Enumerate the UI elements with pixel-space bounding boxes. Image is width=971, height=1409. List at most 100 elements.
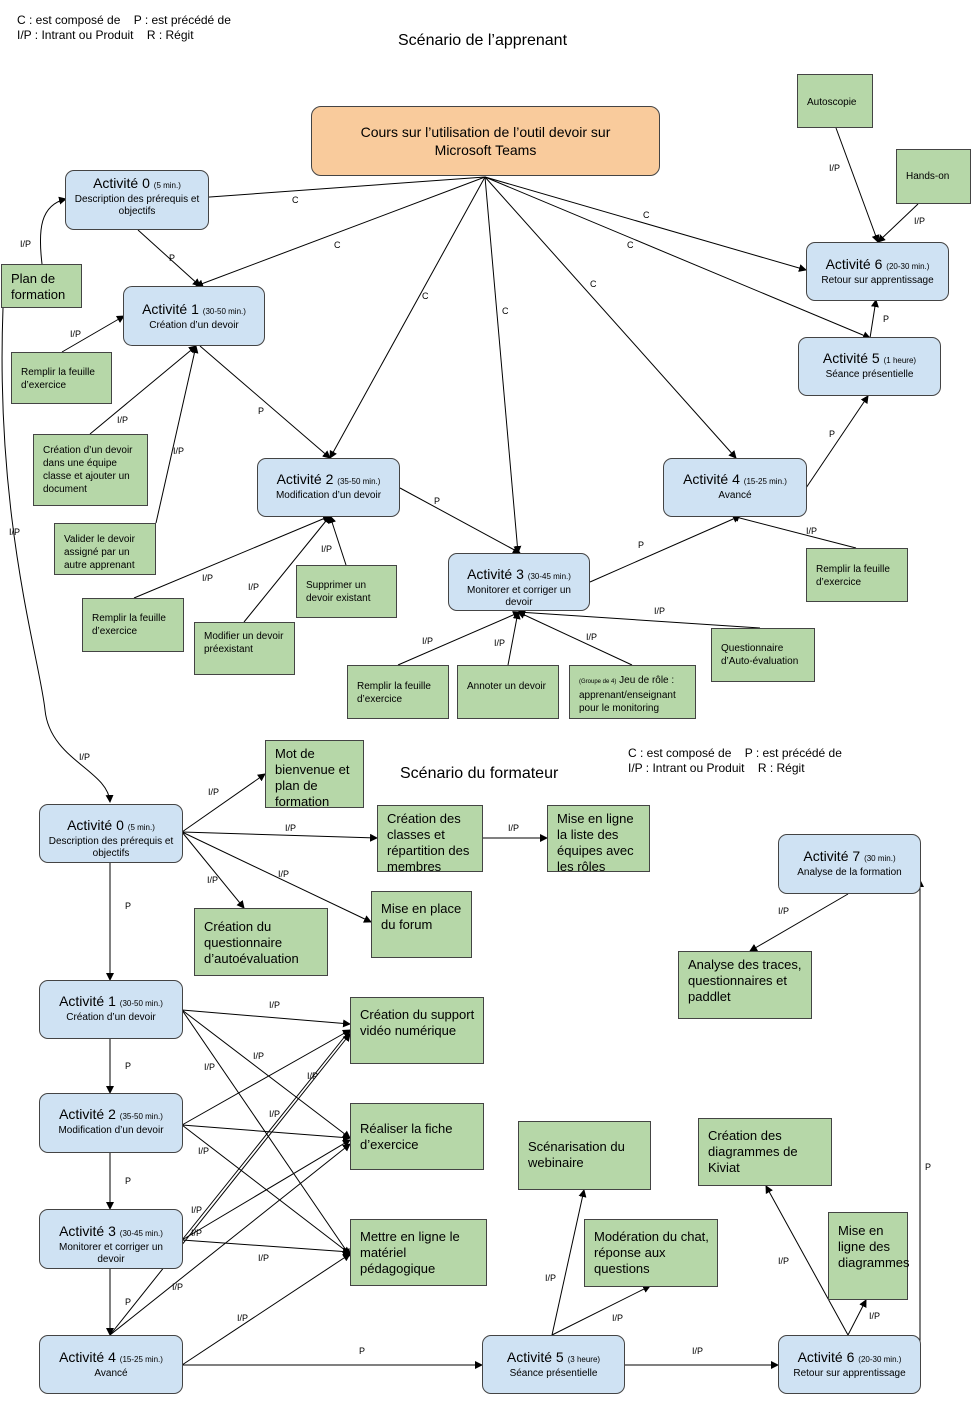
edge-label-ip: I/P <box>612 1313 624 1323</box>
edge-label-c: C <box>292 195 299 205</box>
scenario-apprenant-title: Scénario de l’apprenant <box>398 32 568 49</box>
legend-formateur-line-1: C : est composé de P : est précédé de <box>628 746 842 760</box>
creation-classes-node: Création des classes et répartition des … <box>377 805 483 874</box>
edge-label-ip: I/P <box>70 329 82 339</box>
activity-description: Création d’un devoir <box>66 1012 156 1023</box>
activity-duration: (3 heure) <box>567 1355 601 1364</box>
valider-devoir-node: Valider le devoir assigné par un autre a… <box>54 523 156 575</box>
activity-name: Activité 2 <box>276 471 334 487</box>
edge-label-ip: I/P <box>253 1051 265 1061</box>
edge-label-ip: I/P <box>654 606 666 616</box>
edge-label-ip: I/P <box>307 1071 319 1081</box>
edge-label-c: C <box>590 279 597 289</box>
edge-label-ip: I/P <box>545 1273 557 1283</box>
edge-label-ip: I/P <box>269 1000 281 1010</box>
formateur-activite-0: Activité 0 (5 min.) Description des prér… <box>39 804 183 863</box>
edge-label-ip: I/P <box>207 875 219 885</box>
edge-label-ip: I/P <box>191 1228 203 1238</box>
scenario-formateur-title: Scénario du formateur <box>400 765 559 782</box>
formateur-activite-4: Activité 4 (15-25 min.) Avancé <box>39 1335 183 1394</box>
edge-label-ip: I/P <box>191 1205 203 1215</box>
edge-label-p: P <box>925 1162 932 1172</box>
apprenant-activite-5: Activité 5 (1 heure) Séance présentielle <box>798 337 941 396</box>
edge-label-p: P <box>638 540 645 550</box>
edge-label-ip: I/P <box>508 823 520 833</box>
edge-label-ip: I/P <box>20 239 32 249</box>
legend-formateur-line-2: I/P : Intrant ou Produit R : Régit <box>628 761 805 775</box>
edge-label-c: C <box>643 210 650 220</box>
autoscopie-node: Autoscopie <box>797 74 873 128</box>
activity-description: Retour sur apprentissage <box>821 275 934 286</box>
edge-label-ip: I/P <box>422 636 434 646</box>
activity-duration: (35-50 min.) <box>119 1112 163 1121</box>
apprenant-activite-1: Activité 1 (30-50 min.) Création d’un de… <box>123 286 265 346</box>
edge-label-ip: I/P <box>269 1109 281 1119</box>
edge-label-ip: I/P <box>117 415 129 425</box>
formateur-activite-1: Activité 1 (30-50 min.) Création d’un de… <box>39 980 183 1039</box>
edge-label-ip: I/P <box>692 1346 704 1356</box>
activity-name: Activité 6 <box>797 1349 855 1365</box>
apprenant-activite-6: Activité 6 (20-30 min.) Retour sur appre… <box>806 242 949 301</box>
activity-description: Avancé <box>718 490 752 501</box>
activity-name: Activité 5 <box>506 1349 564 1365</box>
formateur-activite-7: Activité 7 (30 min.) Analyse de la forma… <box>778 834 921 894</box>
edge-label-p: P <box>829 429 836 439</box>
materiel-pedagogique-node: Mettre en ligne le matériel pédagogique <box>350 1219 487 1286</box>
apprenant-activite-2: Activité 2 (35-50 min.) Modification d’u… <box>257 458 400 517</box>
supprimer-devoir-node: Supprimer un devoir existant <box>296 565 397 618</box>
modifier-devoir-node: Modifier un devoir préexistant <box>194 622 295 675</box>
support-video-node: Création du support vidéo numérique <box>350 997 484 1064</box>
edge-label-ip: I/P <box>914 216 926 226</box>
scenarisation-webinaire-node: Scénarisation du webinaire <box>518 1121 651 1190</box>
edge-label-ip: I/P <box>237 1313 249 1323</box>
edge-label-ip: I/P <box>204 1062 216 1072</box>
creation-questionnaire-node: Création du questionnaire d’autoévaluati… <box>194 908 328 976</box>
analyse-traces-node: Analyse des traces, questionnaires et pa… <box>678 951 812 1019</box>
activity-name: Activité 1 <box>59 993 116 1009</box>
edge-label-c: C <box>334 240 341 250</box>
activity-description: Description des prérequis et objectifs <box>74 194 200 217</box>
edge-label-ip: I/P <box>172 1282 184 1292</box>
cours-label: Cours sur l’utilisation de l’outil devoi… <box>360 124 611 158</box>
edge-label-c: C <box>627 240 634 250</box>
edge-label-p: P <box>258 406 265 416</box>
edge-label-ip: I/P <box>202 573 214 583</box>
activity-duration: (5 min.) <box>153 181 181 190</box>
moderation-chat-node: Modération du chat, réponse aux question… <box>584 1219 718 1287</box>
remplir-feuille-1-node: Remplir la feuille d’exercice <box>11 352 112 404</box>
activity-duration: (30 min.) <box>864 854 896 863</box>
edge-label-ip: I/P <box>869 1311 881 1321</box>
activity-name: Activité 4 <box>59 1349 116 1365</box>
edge-label-ip: I/P <box>248 582 260 592</box>
activity-description: Avancé <box>94 1368 128 1379</box>
formateur-activite-6: Activité 6 (20-30 min.) Retour sur appre… <box>778 1335 921 1394</box>
activity-name: Activité 3 <box>59 1223 116 1239</box>
legend-line-2: I/P : Intrant ou Produit R : Régit <box>17 28 194 42</box>
activity-description: Monitorer et corriger un devoir <box>59 1242 163 1265</box>
activity-name: Activité 5 <box>822 350 880 366</box>
mot-bienvenue-node: Mot de bienvenue et plan de formation <box>265 740 364 809</box>
apprenant-activite-0: Activité 0 (5 min.) Description des prér… <box>65 170 209 230</box>
activity-name: Activité 2 <box>59 1106 116 1122</box>
remplir-feuille-2-node: Remplir la feuille d’exercice <box>82 598 184 652</box>
activity-duration: (15-25 min.) <box>119 1355 163 1364</box>
edge-label-ip: I/P <box>79 752 91 762</box>
activity-name: Activité 3 <box>467 566 524 582</box>
edge-label-ip: I/P <box>494 638 506 648</box>
edge-label-ip: I/P <box>9 527 21 537</box>
activity-duration: (1 heure) <box>883 356 917 365</box>
activity-description: Analyse de la formation <box>797 867 902 878</box>
edge-label-c: C <box>502 306 509 316</box>
jeu-de-role-node: (Groupe de 4) Jeu de rôle : apprenant/en… <box>569 665 696 719</box>
edge-label-ip: I/P <box>208 787 220 797</box>
activity-name: Activité 7 <box>803 848 861 864</box>
activity-description: Description des prérequis et objectifs <box>48 836 174 859</box>
formateur-activite-5: Activité 5 (3 heure) Séance présentielle <box>482 1335 625 1394</box>
activity-duration: (15-25 min.) <box>743 477 787 486</box>
edge-label-c: C <box>422 291 429 301</box>
legend-line-1: C : est composé de P : est précédé de <box>17 13 231 27</box>
activity-description: Séance présentielle <box>825 369 914 380</box>
creation-devoir-equipe-node: Création d’un devoir dans une équipe cla… <box>33 434 148 506</box>
activity-duration: (5 min.) <box>127 823 155 832</box>
activity-description: Monitorer et corriger un devoir <box>467 585 571 608</box>
